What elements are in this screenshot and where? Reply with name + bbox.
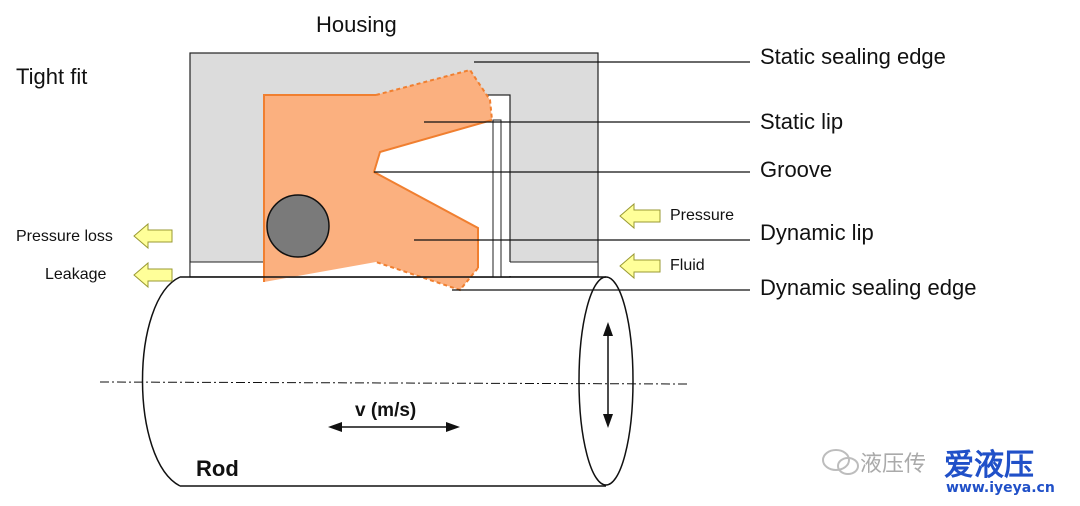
watermark-text: 液压传 [860, 452, 927, 477]
fluid-arrow-icon [619, 252, 661, 280]
rod-outline [141, 276, 606, 487]
groove-label: Groove [760, 157, 833, 182]
rod-label: Rod [196, 456, 239, 481]
pressure-loss-arrow-icon [133, 222, 173, 250]
static-sealing-edge-label: Static sealing edge [760, 44, 946, 69]
pressure-arrow-icon [619, 202, 661, 230]
up-arrowhead [603, 322, 613, 336]
wechat-icon [822, 449, 859, 475]
dynamic-sealing-edge-label: Dynamic sealing edge [760, 275, 977, 300]
pressure-loss-label: Pressure loss [16, 228, 113, 245]
watermark-url: www.iyeya.cn [946, 480, 1055, 496]
leakage-label: Leakage [45, 266, 107, 283]
o-ring [266, 194, 330, 258]
rod-centerline [99, 381, 689, 385]
seal-outline [263, 94, 376, 282]
down-arrowhead [603, 414, 613, 428]
pressure-label: Pressure [670, 207, 735, 224]
rod-end [578, 276, 634, 486]
velocity-label: v (m/s) [355, 400, 417, 421]
watermark-brand: 爱液压 [944, 448, 1034, 483]
static-lip-label: Static lip [760, 109, 844, 134]
leakage-arrow-icon [133, 261, 173, 289]
housing-label: Housing [316, 12, 397, 37]
dynamic-lip-label: Dynamic lip [760, 220, 874, 245]
tight-fit-label: Tight fit [16, 64, 88, 89]
fluid-label: Fluid [670, 257, 705, 274]
static-lip-gap [492, 119, 502, 278]
